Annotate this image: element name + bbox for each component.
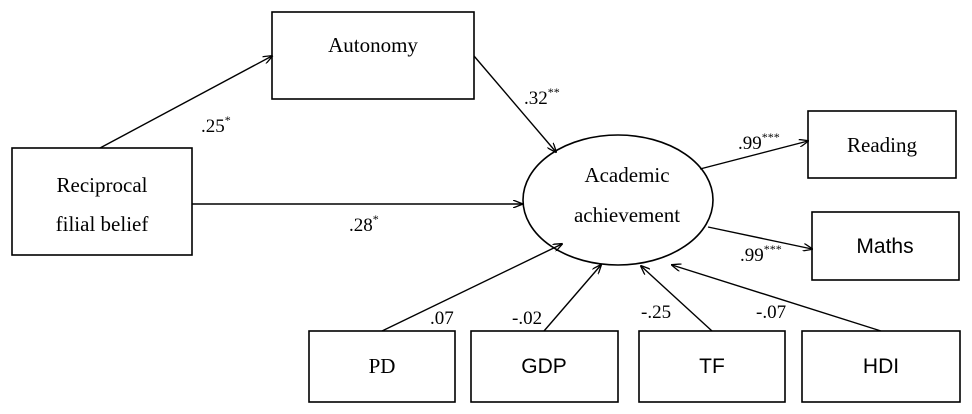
maths-label: Maths (856, 235, 913, 258)
maths-box (811, 211, 960, 281)
arrow-academic-to-reading (699, 141, 808, 170)
arrow-gdp-to-academic (543, 265, 601, 332)
reciprocal-label-line1: Reciprocal (57, 173, 148, 197)
coef-autonomy-to-academic: .32** (524, 85, 560, 109)
academic-label-line1: Academic (584, 163, 669, 187)
coef-reciprocal-to-academic: .28* (349, 212, 379, 236)
arrow-pd-to-academic (381, 244, 562, 332)
tf-label: TF (699, 355, 725, 378)
coef-gdp-to-academic: -.02 (512, 308, 542, 329)
pd-label: PD (369, 354, 396, 378)
pd-box (308, 330, 456, 403)
coef-tf-to-academic: -.25 (641, 302, 671, 323)
arrow-academic-to-maths (707, 226, 812, 249)
academic-achievement-ellipse (522, 134, 714, 266)
coef-reciprocal-to-autonomy: .25* (201, 113, 231, 137)
academic-label-line2: achievement (574, 203, 680, 227)
autonomy-label: Autonomy (328, 33, 418, 57)
gdp-box (470, 330, 619, 403)
coef-academic-to-maths: .99*** (740, 242, 782, 266)
reading-label: Reading (847, 133, 917, 157)
tf-box (638, 330, 786, 403)
autonomy-box (271, 11, 475, 100)
gdp-label: GDP (521, 355, 567, 378)
hdi-box (801, 330, 961, 403)
coef-academic-to-reading: .99*** (738, 130, 780, 154)
arrow-autonomy-to-academic (473, 55, 556, 152)
arrow-tf-to-academic (641, 266, 713, 332)
coef-pd-to-academic: .07 (430, 308, 454, 329)
reading-box (807, 110, 957, 179)
arrow-reciprocal-to-autonomy (99, 56, 272, 149)
reciprocal-filial-belief-box (11, 147, 193, 256)
reciprocal-label-line2: filial belief (56, 212, 149, 236)
arrow-hdi-to-academic (672, 265, 882, 332)
coef-hdi-to-academic: -.07 (756, 302, 786, 323)
hdi-label: HDI (863, 355, 899, 378)
